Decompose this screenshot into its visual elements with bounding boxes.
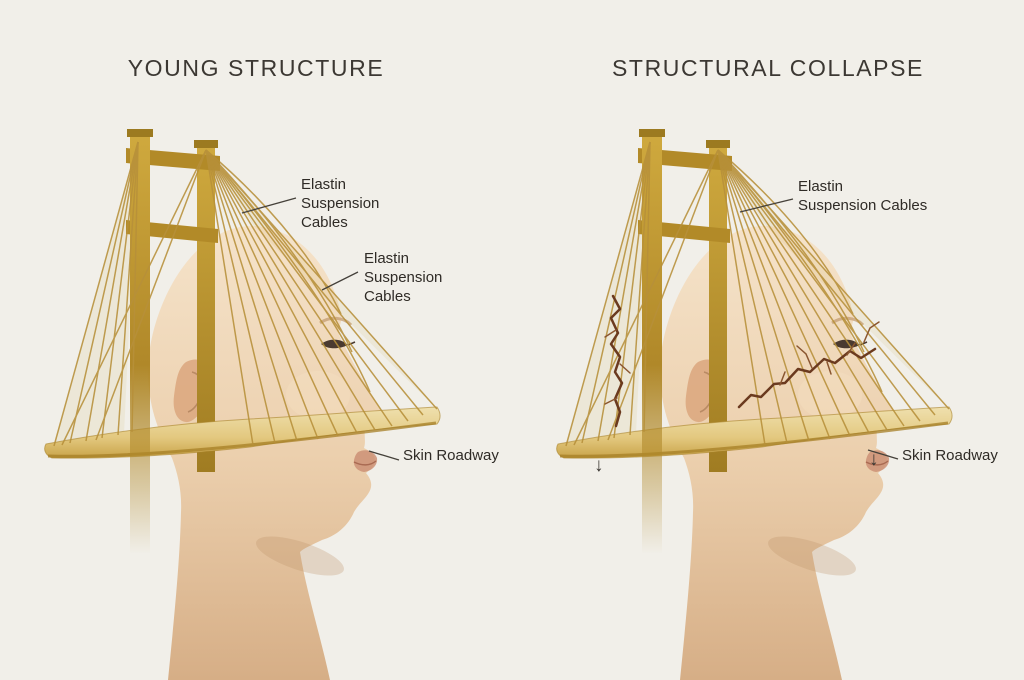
label-skin-roadway: Skin Roadway (403, 447, 499, 464)
face-bridge-illustration (43, 127, 442, 680)
label-elastin-suspension-cables: Elastin Suspension Cables (798, 178, 928, 215)
leader-lines (739, 198, 899, 460)
sag-arrow-icon: ↓ (869, 449, 879, 470)
sag-arrow-icon: ↓ (594, 455, 604, 476)
broken-cables (604, 294, 880, 428)
panel-structural-collapse: STRUCTURAL COLLAPSE Elastin Suspen (512, 0, 1024, 680)
panel-young-structure: YOUNG STRUCTURE Elastin Suspension Cable… (43, 55, 499, 680)
panel-title: STRUCTURAL COLLAPSE (611, 55, 924, 82)
face-bridge-illustration (555, 127, 954, 680)
panel-title: YOUNG STRUCTURE (127, 55, 385, 82)
label-skin-roadway: Skin Roadway (902, 447, 998, 464)
label-elastin-suspension-cables: Elastin Suspension Cables (301, 176, 380, 232)
label-elastin-suspension-cables: Elastin Suspension Cables (364, 250, 443, 306)
leader-lines (241, 197, 400, 461)
